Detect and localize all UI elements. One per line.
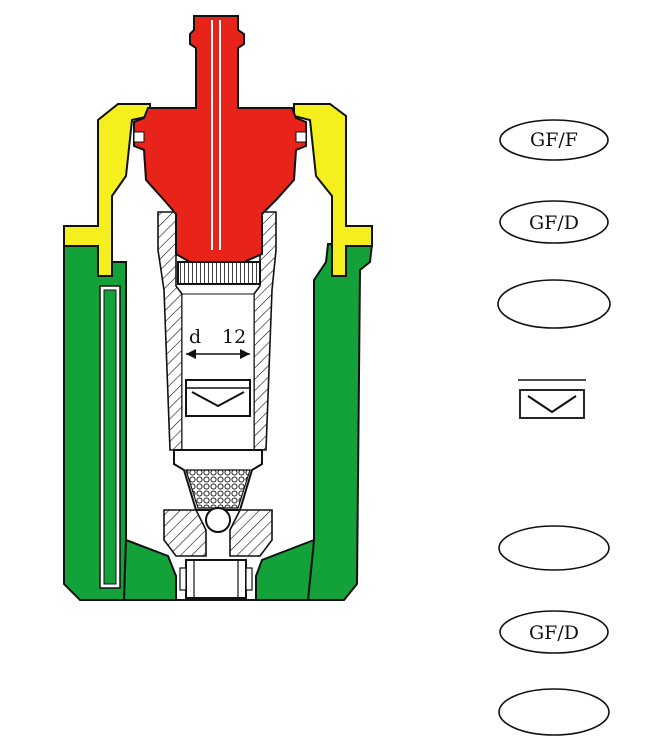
lower-body-right	[229, 509, 273, 557]
lower-body-left	[163, 509, 207, 557]
body-base-right	[255, 538, 316, 601]
legend-column: GF/F GF/D GF/D	[497, 119, 611, 736]
bore-dimension: d 12	[186, 326, 250, 359]
body-base-left	[122, 538, 177, 601]
filter-cage	[173, 449, 263, 533]
notch-block-symbol	[518, 379, 586, 419]
top-cap	[63, 103, 373, 277]
legend-oval-1: GF/F	[499, 119, 609, 161]
mesh-filter	[185, 469, 251, 509]
bore	[181, 293, 255, 451]
legend-oval-5: GF/D	[499, 610, 609, 654]
cap-right	[293, 103, 373, 277]
dimension-value: 12	[222, 326, 246, 348]
lower-body	[163, 509, 273, 601]
cap-left	[63, 103, 151, 277]
check-valve	[185, 379, 251, 417]
legend-oval-6	[498, 688, 610, 736]
body-right-wall	[306, 243, 374, 601]
legend-label-2: GF/D	[529, 212, 579, 234]
legend-oval-2: GF/D	[499, 200, 609, 244]
legend-oval-4	[498, 525, 610, 571]
knurled-ring	[177, 261, 261, 285]
check-ball	[205, 507, 231, 533]
legend-label-5: GF/D	[529, 622, 579, 644]
inner-sleeve	[157, 211, 277, 451]
body-housing	[63, 243, 374, 601]
outlet-fitting	[185, 559, 247, 599]
dimension-prefix: d	[189, 326, 201, 348]
legend-label-1: GF/F	[530, 129, 578, 151]
legend-oval-3	[497, 279, 611, 329]
